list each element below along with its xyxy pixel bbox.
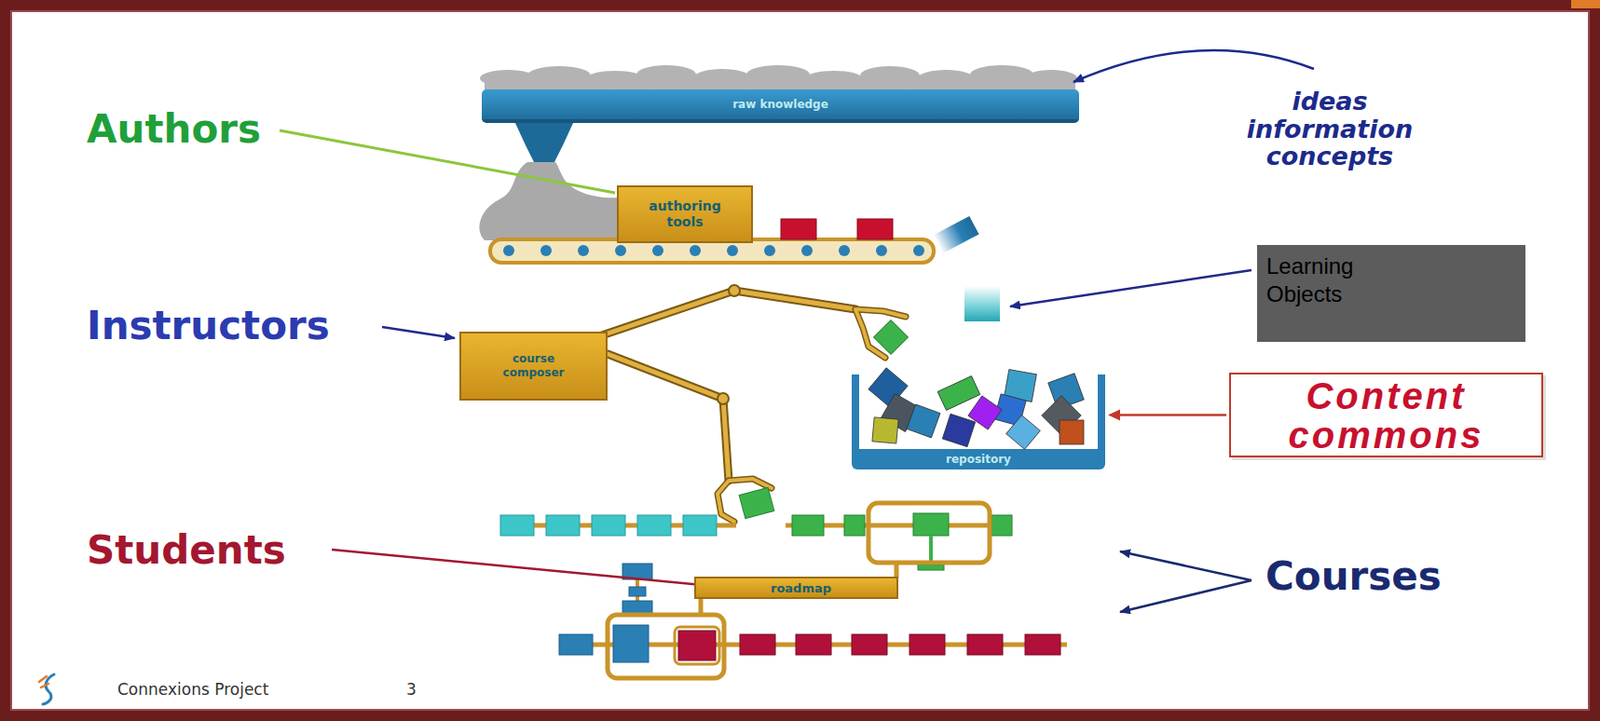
commons-box: Content commons: [1229, 372, 1544, 458]
node-text: Learning Objects: [1266, 252, 1354, 309]
node-text: raw knowledge: [732, 97, 829, 111]
callout-box: Learning Objects: [1257, 245, 1526, 342]
connector-arrow: [1107, 410, 1227, 422]
page-number: 3: [406, 680, 417, 699]
roadmap-bar: roadmap: [694, 576, 899, 600]
knowledge-bar: raw knowledge: [481, 89, 1080, 124]
role-label: Students: [86, 527, 287, 575]
tool-box: authoring tools: [616, 185, 753, 244]
node-text: Content commons: [1288, 376, 1485, 455]
role-label: Instructors: [86, 302, 330, 350]
node-text: roadmap: [770, 581, 832, 596]
repository-bin: repository: [851, 372, 1106, 470]
footer-text: Connexions Project: [117, 680, 269, 699]
node-text: repository: [945, 452, 1012, 466]
composer-box: course composer: [459, 331, 608, 401]
group-label: Courses: [1265, 553, 1442, 601]
arrow-head: [1107, 410, 1121, 422]
connector-line: [1118, 413, 1227, 417]
role-label: Authors: [86, 106, 261, 153]
node-text: course composer: [503, 352, 565, 381]
note-text: ideas information concepts: [1246, 87, 1413, 171]
node-text: authoring tools: [648, 198, 721, 231]
